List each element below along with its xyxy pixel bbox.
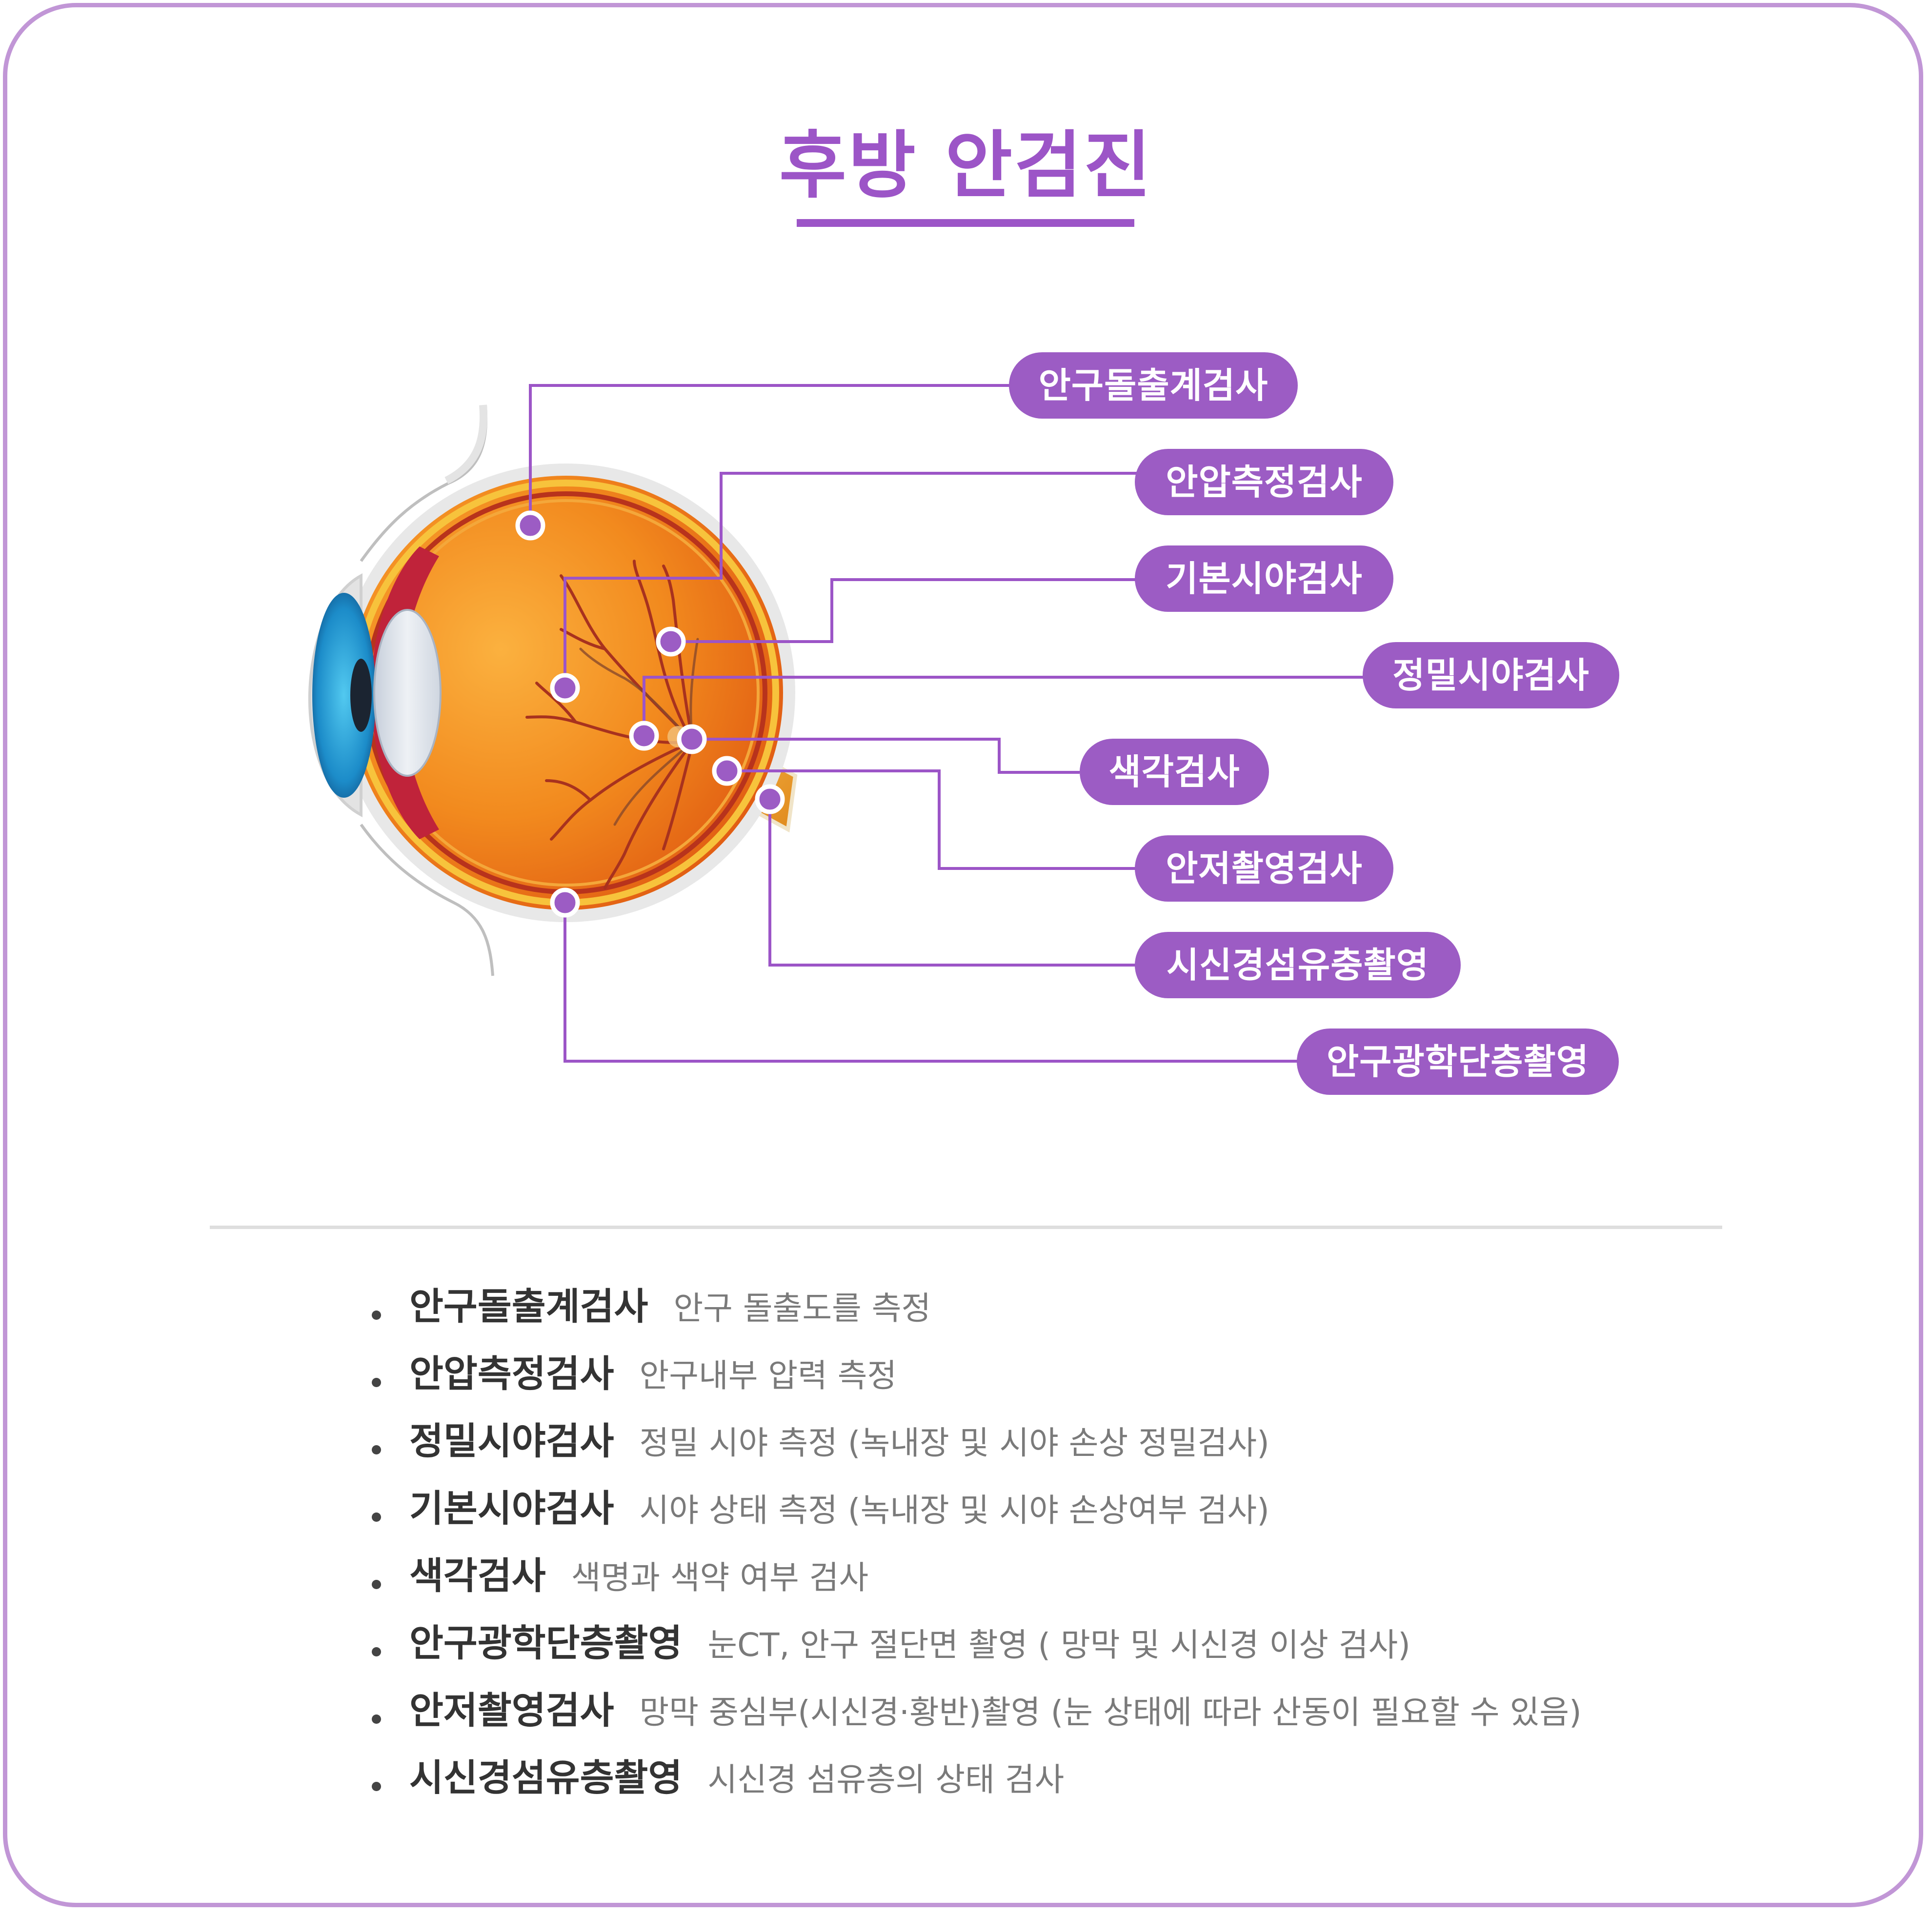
label-exophthalmometry: 안구돌출계검사 xyxy=(1009,352,1298,419)
bullet-icon xyxy=(372,1782,381,1791)
label-precise-visual-field: 정밀시야검사 xyxy=(1363,642,1619,708)
marker-dots xyxy=(515,510,785,918)
label-nerve-fiber: 시신경섬유충촬영 xyxy=(1135,932,1461,998)
connector-lines xyxy=(529,384,1366,1063)
list-item: 안구광학단층촬영 눈CT, 안구 절단면 촬영 ( 망막 및 시신경 이상 검사) xyxy=(372,1614,1410,1673)
label-basic-visual-field: 기본시야검사 xyxy=(1135,545,1393,612)
list-item-term: 색각검사 xyxy=(409,1554,546,1597)
iris xyxy=(312,593,376,798)
lower-eyelid xyxy=(360,824,494,976)
list-item: 기본시야검사 시야 상태 측정 (녹내장 및 시야 손상여부 검사) xyxy=(372,1479,1269,1538)
dot-exophthalmometry xyxy=(515,510,545,541)
list-item-desc: 정밀 시야 측정 (녹내장 및 시야 손상 정밀검사) xyxy=(639,1424,1269,1462)
connector-nerve-fiber xyxy=(768,799,1142,967)
lens xyxy=(373,609,442,777)
list-item-desc: 망막 중심부(시신경·황반)촬영 (눈 상태에 따라 산동이 필요할 수 있음) xyxy=(639,1694,1582,1731)
bullet-icon xyxy=(372,1311,381,1320)
list-item-desc: 색명과 색약 여부 검사 xyxy=(571,1559,869,1596)
list-item: 안저촬영검사 망막 중심부(시신경·황반)촬영 (눈 상태에 따라 산동이 필요할… xyxy=(372,1681,1582,1740)
list-item-desc: 시야 상태 측정 (녹내장 및 시야 손상여부 검사) xyxy=(639,1492,1269,1529)
list-item-desc: 눈CT, 안구 절단면 촬영 ( 망막 및 시신경 이상 검사) xyxy=(707,1626,1411,1664)
connector-color-vision xyxy=(692,738,1080,774)
list-item-term: 안구광학단층촬영 xyxy=(409,1621,683,1665)
pupil xyxy=(350,659,372,732)
list-item: 색각검사 색명과 색약 여부 검사 xyxy=(372,1547,868,1605)
dot-nerve-fiber xyxy=(755,784,785,814)
page-title: 후방 안검진 xyxy=(779,123,1153,208)
section-divider xyxy=(210,1226,1722,1229)
connector-exophthalmometry xyxy=(529,384,1022,525)
list-item: 안압측정검사 안구내부 압력 측정 xyxy=(372,1345,897,1403)
list-item-term: 기본시야검사 xyxy=(409,1487,614,1530)
bullet-icon xyxy=(372,1513,381,1522)
connector-tonometry xyxy=(564,472,1142,688)
label-oct: 안구광학단층촬영 xyxy=(1297,1029,1619,1095)
list-item-term: 안구돌출계검사 xyxy=(409,1285,648,1328)
list-item-desc: 안구내부 압력 측정 xyxy=(639,1357,897,1394)
eye-diagram xyxy=(308,384,1366,1063)
bullet-icon xyxy=(372,1580,381,1589)
connector-basic-visual-field xyxy=(671,578,1142,643)
connector-oct xyxy=(564,903,1298,1063)
bullet-icon xyxy=(372,1445,381,1454)
dot-fundus xyxy=(712,756,742,786)
ciliary-body xyxy=(371,546,439,839)
bullet-icon xyxy=(372,1714,381,1724)
title-underline xyxy=(797,219,1134,227)
connector-precise-visual-field xyxy=(643,676,1366,736)
label-fundus: 안저촬영검사 xyxy=(1135,835,1393,902)
list-item: 시신경섬유층촬영 시신경 섬유층의 상태 검사 xyxy=(372,1749,1064,1807)
list-item: 정밀시야검사 정밀 시야 측정 (녹내장 및 시야 손상 정밀검사) xyxy=(372,1412,1269,1471)
dot-basic-visual-field xyxy=(656,626,686,657)
dot-tonometry xyxy=(550,673,580,703)
list-item-desc: 시신경 섬유층의 상태 검사 xyxy=(707,1761,1065,1798)
list-item-term: 시신경섬유층촬영 xyxy=(409,1756,683,1799)
label-tonometry: 안압측정검사 xyxy=(1135,449,1393,515)
dot-precise-visual-field xyxy=(629,721,659,751)
dot-oct xyxy=(550,887,580,918)
card-frame xyxy=(3,3,1923,1907)
label-color-vision: 색각검사 xyxy=(1080,739,1269,805)
list-item-desc: 안구 돌출도를 측정 xyxy=(673,1290,931,1327)
connector-fundus xyxy=(727,769,1142,870)
list-item: 안구돌출계검사 안구 돌출도를 측정 xyxy=(372,1277,931,1336)
dot-color-vision xyxy=(677,724,707,754)
list-item-term: 안압측정검사 xyxy=(409,1352,614,1395)
bullet-icon xyxy=(372,1378,381,1387)
list-item-term: 안저촬영검사 xyxy=(409,1689,614,1732)
list-item-term: 정밀시야검사 xyxy=(409,1419,614,1463)
bullet-icon xyxy=(372,1647,381,1656)
